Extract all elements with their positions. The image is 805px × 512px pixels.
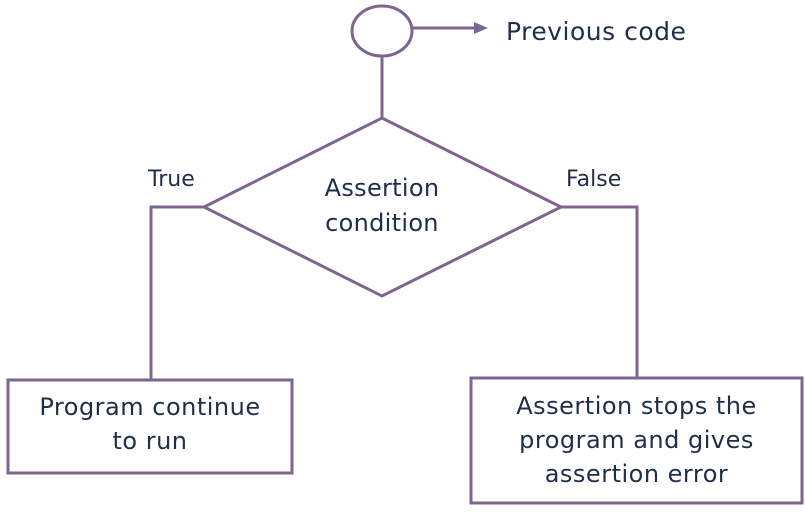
true-outcome-line: Program continue <box>39 393 261 421</box>
false-outcome-line: Assertion stops the <box>516 392 757 420</box>
decision-text-line: Assertion <box>324 174 440 202</box>
true-outcome-box <box>6 378 294 475</box>
previous-code-label: Previous code <box>506 17 687 46</box>
false-branch-connector <box>561 205 639 378</box>
false-outcome-box <box>469 376 804 505</box>
false-outcome-text: Assertion stops the program and gives as… <box>473 389 800 491</box>
false-outcome-line: program and gives <box>519 426 754 454</box>
true-branch-connector <box>149 205 204 380</box>
true-outcome-line: to run <box>112 427 188 455</box>
true-outcome-text: Program continue to run <box>10 390 290 458</box>
true-branch-label: True <box>148 167 195 192</box>
decision-text: Assertion condition <box>282 171 482 241</box>
decision-diamond <box>200 116 565 298</box>
start-arrow-head <box>474 22 488 34</box>
decision-text-line: condition <box>325 209 439 237</box>
start-oval <box>350 4 414 58</box>
false-outcome-line: assertion error <box>544 460 729 488</box>
false-branch-label: False <box>566 167 622 192</box>
